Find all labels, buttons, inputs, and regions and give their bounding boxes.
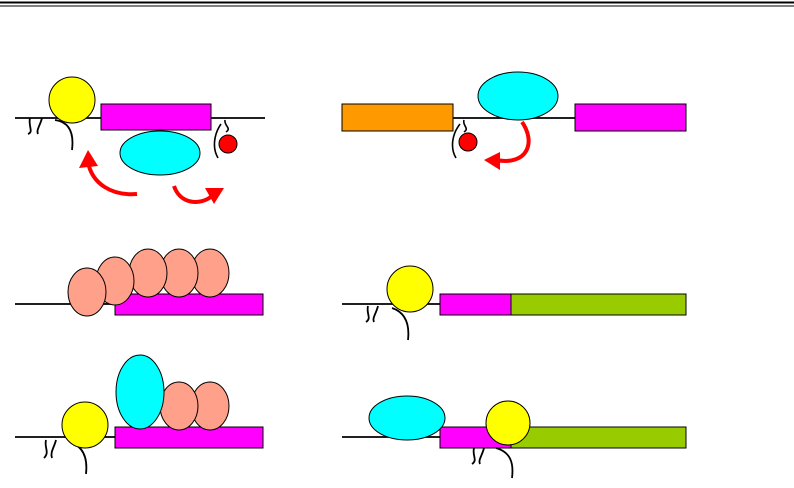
header-rule [0, 3, 794, 7]
panel-bottom-left [15, 355, 263, 474]
salmon-ellipse [129, 249, 167, 297]
cyan-ellipse [116, 355, 164, 429]
rna-tail [472, 448, 512, 478]
yellow-sphere [387, 266, 433, 312]
gene-box [115, 427, 263, 448]
cyan-ellipse [369, 396, 445, 440]
yellow-sphere [49, 77, 95, 123]
yellow-sphere [486, 401, 530, 445]
gene-box [115, 294, 263, 315]
salmon-ellipse [68, 268, 106, 316]
green-box [511, 294, 686, 315]
curved-arrow-left-head [79, 150, 98, 168]
cyan-ellipse [120, 131, 200, 175]
red-sphere [219, 135, 237, 153]
yellow-sphere [62, 402, 108, 448]
orange-box [342, 104, 453, 131]
gene-box [440, 294, 511, 315]
panel-middle-right [342, 266, 686, 340]
red-sphere [459, 133, 477, 151]
salmon-ellipse [160, 382, 198, 430]
green-box [511, 427, 686, 448]
panel-top-left [15, 77, 265, 204]
curved-arrow [496, 122, 529, 161]
curved-arrow-head [484, 152, 500, 170]
rna-tail [28, 118, 72, 150]
panel-middle-left [15, 249, 263, 316]
curved-arrow-right-head [205, 188, 224, 204]
cyan-ellipse [478, 72, 558, 120]
gene-box [575, 104, 686, 131]
panel-top-right [342, 72, 686, 170]
gene-box [101, 104, 211, 130]
panel-bottom-right [342, 396, 686, 478]
